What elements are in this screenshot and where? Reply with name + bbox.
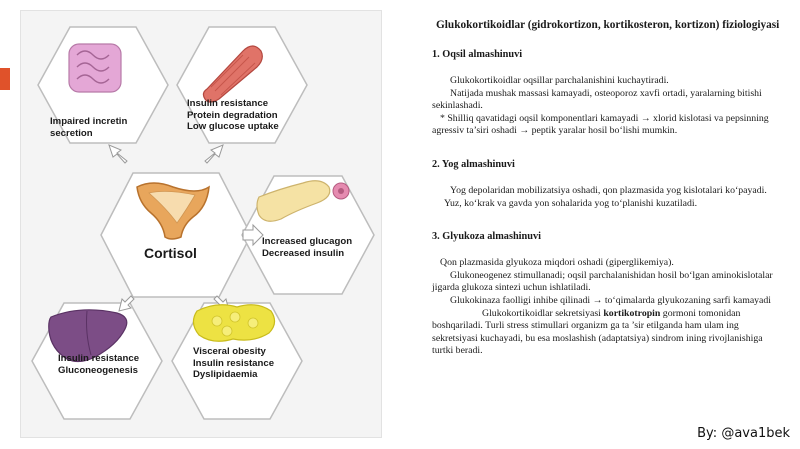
muscle-icon: [202, 45, 263, 103]
arrow-to-bottom-left: [118, 295, 135, 312]
adrenal-gland-icon: [136, 182, 210, 240]
paragraph: Glukoneogenez stimullanadi; oqsil parcha…: [432, 269, 773, 294]
intestine-icon: [68, 43, 122, 93]
article-title: Glukokortikoidlar (gidrokortizon, kortik…: [436, 19, 780, 31]
arrow-to-top-right: [204, 144, 224, 164]
article-body: Glukokortikoidlar (gidrokortizon, kortik…: [432, 18, 784, 358]
label-bottom-right: Visceral obesity Insulin resistance Dysl…: [193, 346, 275, 380]
section-heading-fat: 2. Yog almashinuvi: [432, 158, 515, 170]
paragraph-regulation: Glukokortikoidlar sekretsiyasi kortikotr…: [432, 307, 763, 357]
liver-icon: [48, 309, 128, 363]
label-top-left: Impaired incretin secretion: [50, 116, 128, 139]
pancreas-icon: [256, 180, 350, 222]
author-credit: By: @ava1bek: [697, 426, 790, 441]
hexagon-top-right: [176, 26, 308, 144]
paragraph: Qon plazmasida glyukoza miqdori oshadi (…: [440, 257, 674, 269]
arrow-to-mid-right: [242, 223, 264, 247]
paragraph: Yog depolaridan mobilizatsiya oshadi, qo…: [450, 184, 767, 196]
label-cortisol: Cortisol: [144, 245, 197, 261]
paragraph: Yuz, ko‘krak va gavda yon sohalarida yog…: [444, 197, 698, 209]
paragraph: * Shilliq qavatidagi oqsil komponentlari…: [432, 112, 769, 137]
label-top-right: Insulin resistance Protein degradation L…: [187, 98, 279, 132]
paragraph: Natijada mushak massasi kamayadi, osteop…: [432, 87, 762, 112]
paragraph: Glukokinaza faolligi inhibe qilinadi → t…: [450, 294, 772, 306]
slide-accent-bar: [0, 68, 10, 90]
hexagon-diagram: [31, 26, 375, 420]
label-bottom-left: Insulin resistance Gluconeogenesis: [58, 353, 140, 376]
section-heading-glucose: 3. Glyukoza almashinuvi: [432, 231, 542, 243]
paragraph: Glukokortikoidlar oqsillar parchalanishi…: [450, 75, 669, 86]
label-mid-right: Increased glucagon Decreased insulin: [262, 236, 353, 259]
fat-tissue-icon: [192, 304, 276, 342]
section-heading-protein: 1. Oqsil almashinuvi: [432, 49, 523, 60]
cortisol-effects-figure: Impaired incretin secretion Insulin resi…: [20, 10, 382, 438]
arrow-to-top-left: [108, 144, 128, 164]
